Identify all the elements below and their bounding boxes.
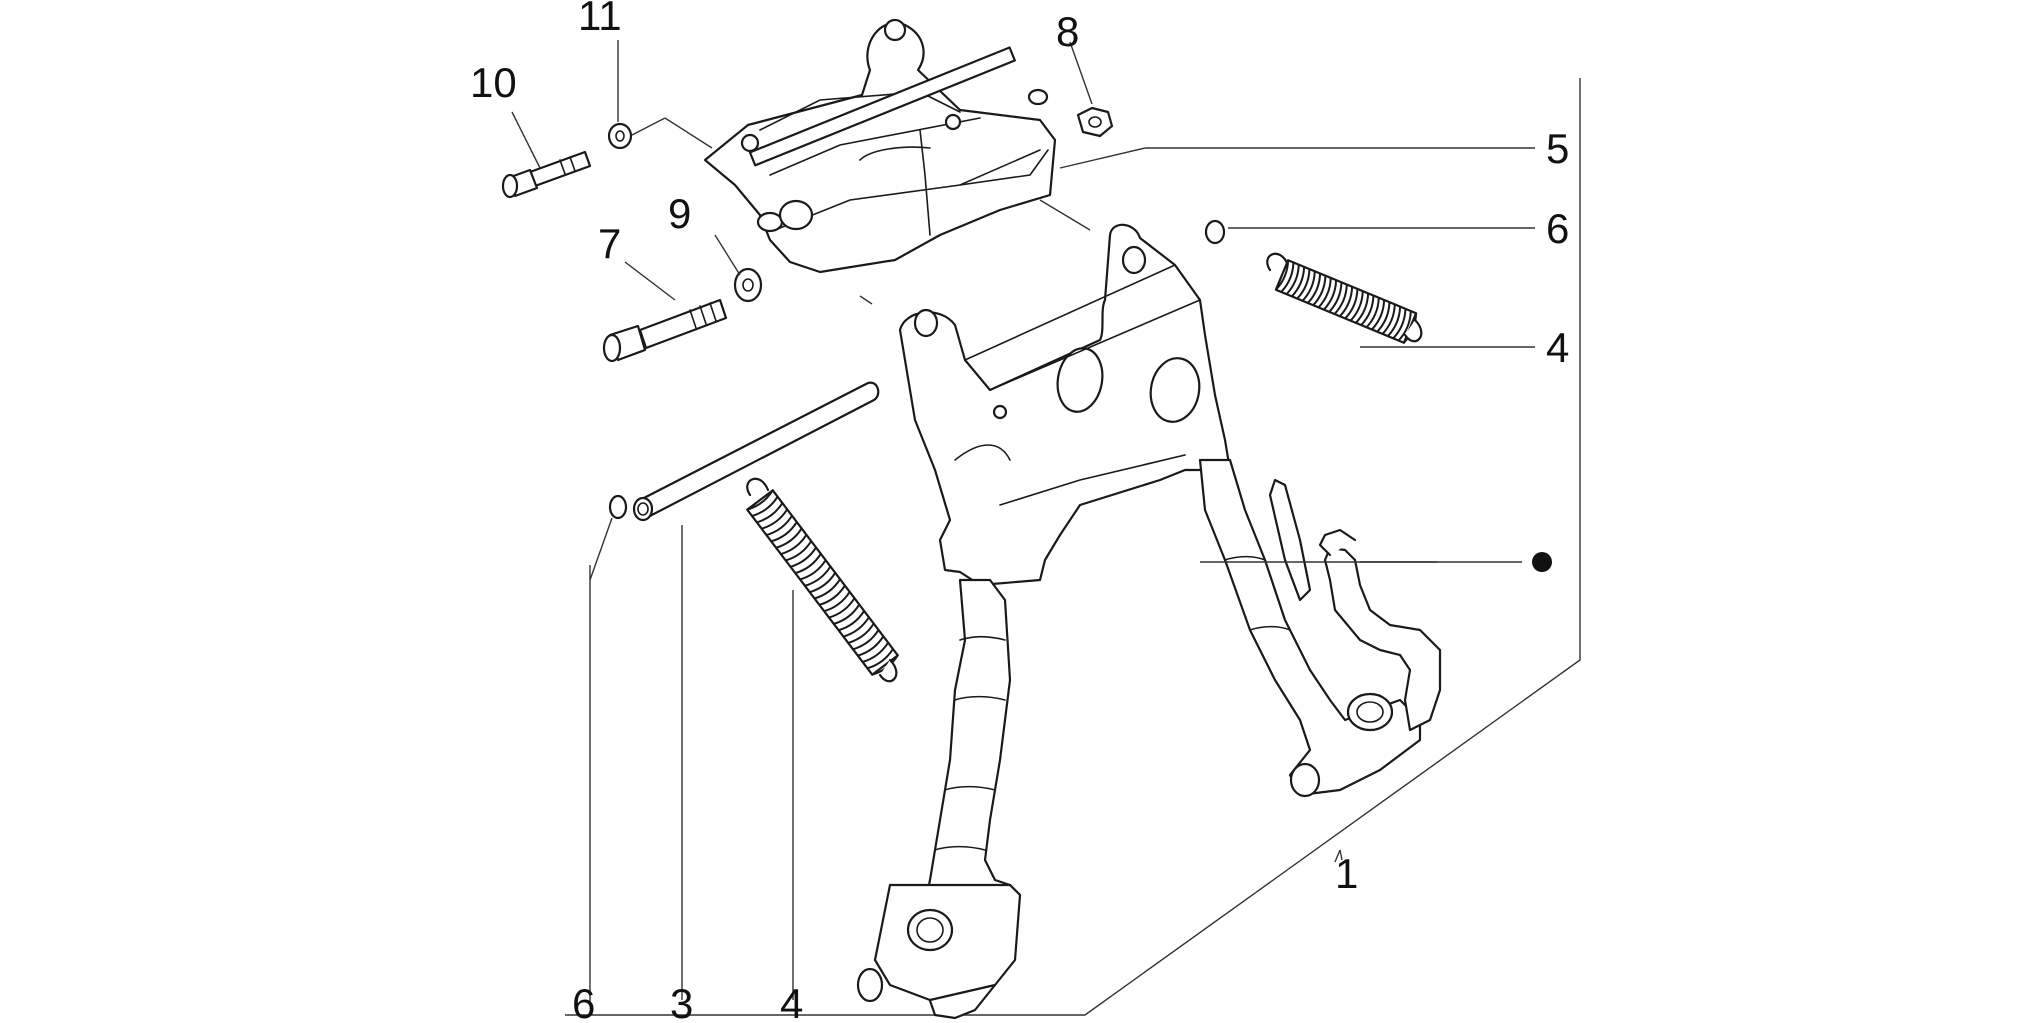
callout-7: 7 (598, 220, 621, 267)
spring-right-part-4 (1266, 252, 1423, 344)
assembly-bracket-lines (565, 78, 1581, 1016)
callout-6-bottom: 6 (572, 980, 595, 1023)
callout-5: 5 (1546, 125, 1569, 172)
spring-left-part-4 (746, 477, 899, 683)
callout-8: 8 (1056, 8, 1079, 55)
washer-part-11 (607, 122, 633, 150)
callout-9: 9 (668, 190, 691, 237)
callout-1: 1 (1335, 850, 1358, 897)
pivot-pin-part-3 (632, 381, 880, 522)
callout-4-bottom: 4 (780, 980, 803, 1023)
reference-bullet-marker (1532, 552, 1552, 572)
callout-4-right: 4 (1546, 324, 1569, 371)
callout-3: 3 (670, 980, 693, 1023)
mount-bracket-part-5 (703, 18, 1057, 274)
washer-part-9 (733, 267, 763, 303)
callout-11: 11 (578, 0, 622, 39)
callout-10: 10 (470, 59, 517, 106)
nut-part-8 (1076, 106, 1114, 138)
callout-6-right: 6 (1546, 205, 1569, 252)
center-stand-part-1 (856, 223, 1442, 1020)
bolt-part-7 (602, 298, 728, 363)
leader-lines (511, 40, 1535, 1000)
circlip-right-part-6 (1204, 219, 1226, 245)
screw-part-10 (501, 150, 592, 199)
callout-labels: 1 3 4 4 5 6 6 7 8 9 10 11 (470, 0, 1569, 1023)
circlip-left-part-6 (608, 494, 628, 520)
